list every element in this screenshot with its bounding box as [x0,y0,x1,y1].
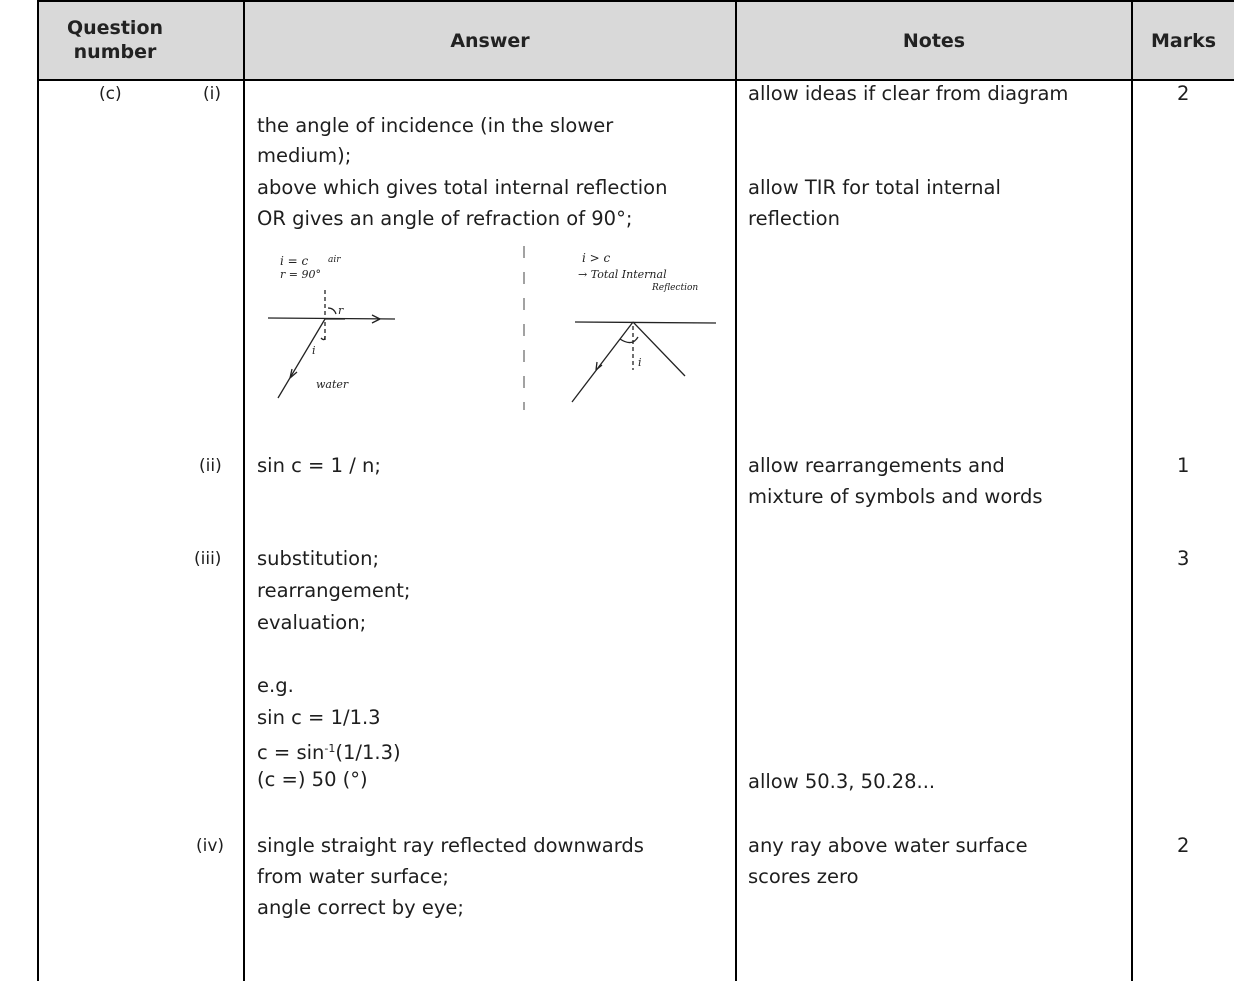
marks-value: 1 [1177,454,1190,477]
answer-line: single straight ray reflected downwards [257,834,644,857]
sub-question-label: (iii) [194,549,222,569]
notes-line: allow ideas if clear from diagram [748,82,1069,105]
header-notes: Notes [902,30,966,52]
answer-line: (c =) 50 (°) [257,768,368,791]
sub-question-label: (iv) [196,836,225,856]
diagram-label: r = 90° [280,268,321,281]
diagram-label: air [328,255,341,265]
incident-ray-arrow [595,361,603,371]
angle-arc-i [320,335,326,341]
header-marks: Marks [1150,30,1217,52]
col-divider [1131,0,1133,981]
refraction-diagram: i = c r = 90° air i r water i > c → Tota… [267,246,717,410]
diagram-label: r [338,304,344,317]
reflected-ray [632,321,686,377]
water-surface-line [574,321,717,324]
header-question-number: Question number [66,17,164,63]
incident-ray [571,321,634,403]
angle-arc [619,336,639,344]
notes-line: allow rearrangements and [748,454,1005,477]
notes-line: allow TIR for total internal [748,176,1001,199]
answer-line: the angle of incidence (in the slower [257,114,614,137]
refracted-ray-arrow [371,314,381,324]
notes-line: any ray above water surface [748,834,1028,857]
col-divider [735,0,737,981]
answer-line: above which gives total internal reflect… [257,176,668,199]
header-row [37,0,1234,80]
angle-arc-r [327,307,337,315]
answer-line: sin c = 1/1.3 [257,706,381,729]
sub-question-label: (ii) [199,456,222,476]
critical-angle-sketch [267,290,396,399]
marks-value: 2 [1177,834,1190,857]
answer-line: from water surface; [257,865,449,888]
notes-line: mixture of symbols and words [748,485,1043,508]
notes-line: reflection [748,207,840,230]
tir-sketch [571,321,717,403]
diagram-label: → Total Internal [578,268,667,281]
answer-line: rearrangement; [257,579,411,602]
sub-question-label: (i) [203,84,221,104]
table-top-border [37,0,1234,2]
col-divider [243,0,245,981]
diagram-label: i [312,344,316,357]
incident-ray-arrow [289,368,298,379]
header-answer: Answer [450,30,530,52]
notes-line: allow 50.3, 50.28... [748,770,936,793]
incident-ray [277,318,326,399]
diagram-label: i [638,356,642,369]
notes-line: scores zero [748,865,859,888]
diagram-label: Reflection [651,283,698,293]
answer-line: evaluation; [257,611,367,634]
answer-line: substitution; [257,547,380,570]
answer-line: sin c = 1 / n; [257,454,381,477]
answer-line: OR gives an angle of refraction of 90°; [257,207,633,230]
answer-line: angle correct by eye; [257,896,464,919]
marks-value: 2 [1177,82,1190,105]
answer-line: c = sin-1(1/1.3) [257,741,401,764]
part-label: (c) [99,84,122,104]
diagram-label: i = c [280,254,309,268]
diagram-label: water [316,378,349,391]
answer-line: e.g. [257,674,294,697]
header-bottom-border [37,79,1234,81]
marks-value: 3 [1177,547,1190,570]
answer-line: medium); [257,144,352,167]
diagram-label: i > c [582,251,611,265]
col-divider [37,0,39,981]
